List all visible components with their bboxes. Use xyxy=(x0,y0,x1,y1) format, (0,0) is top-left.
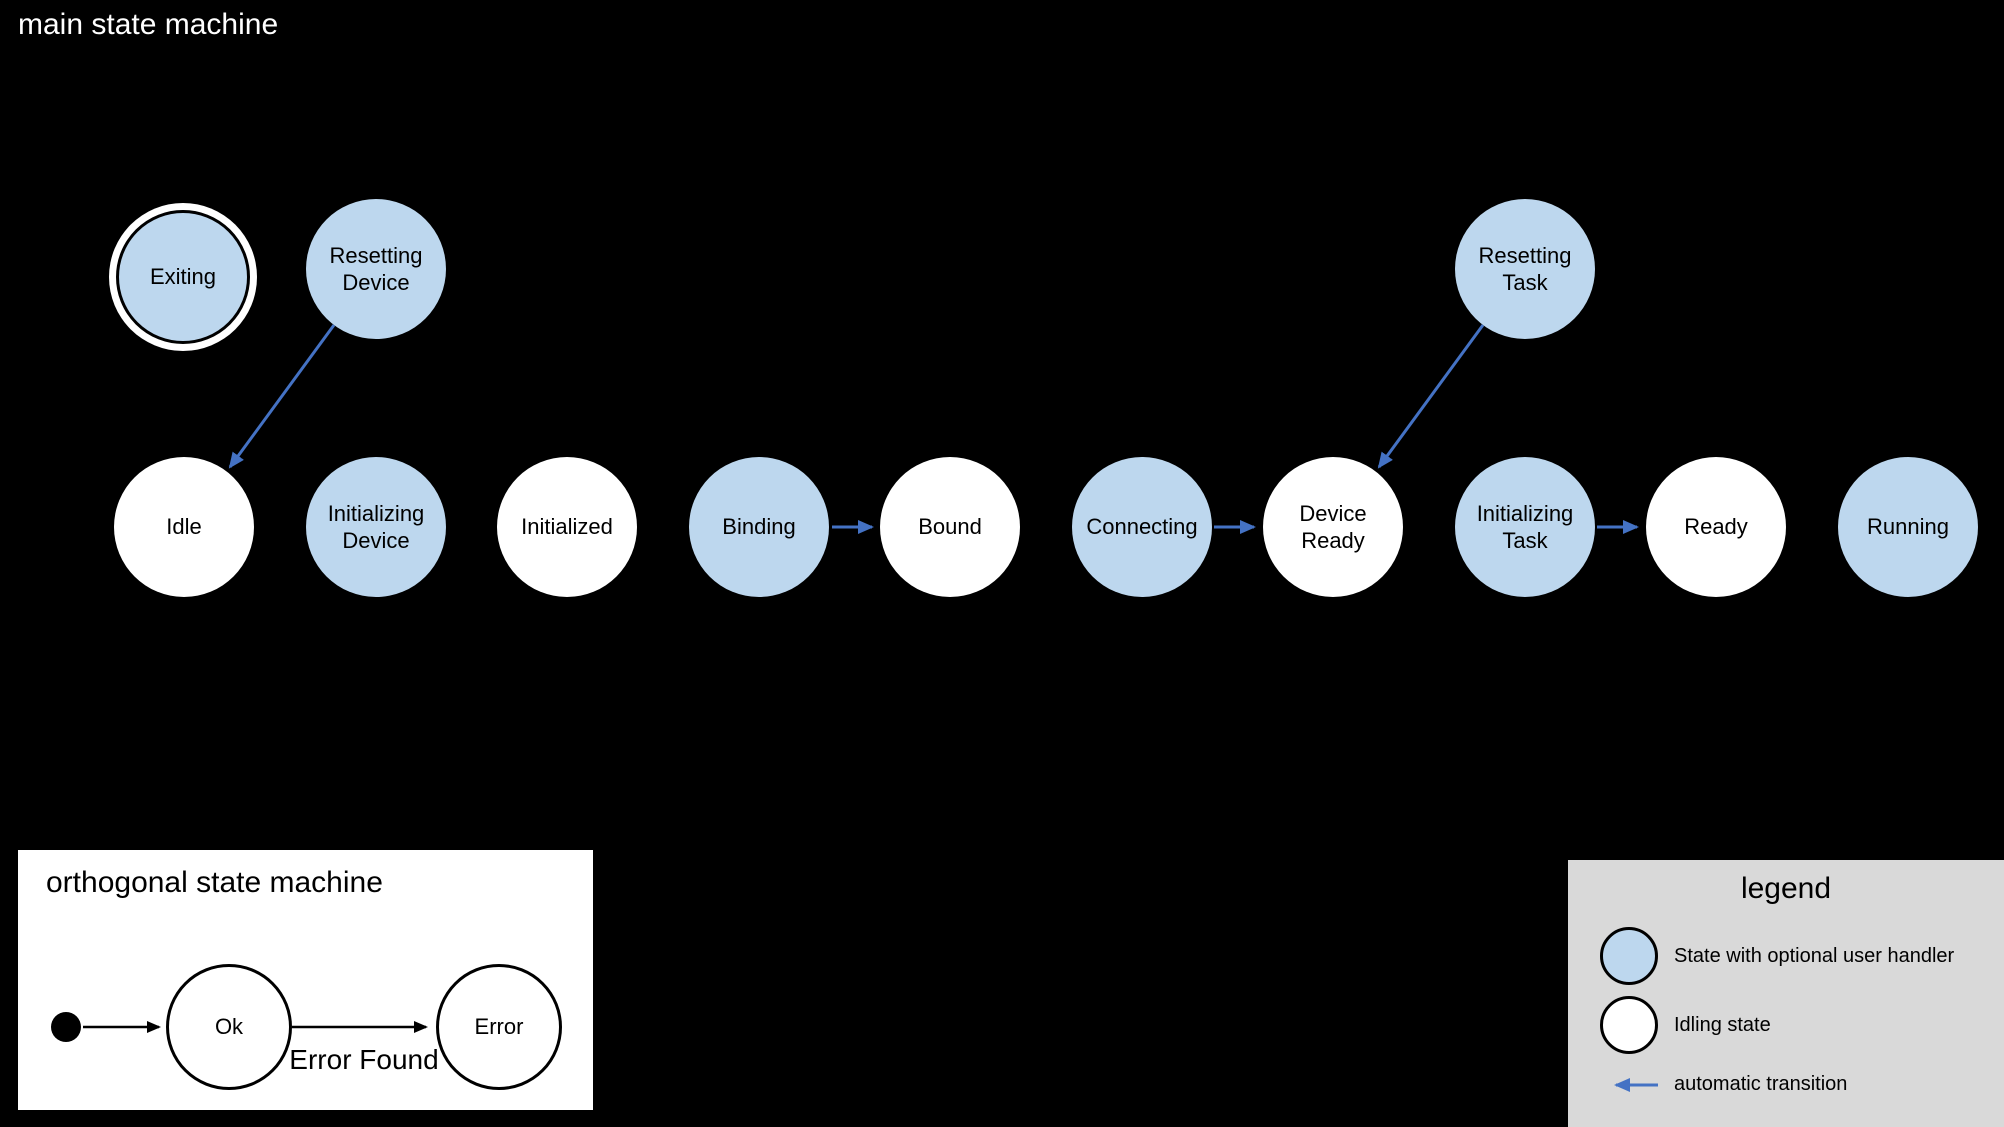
legend-item-label: State with optional user handler xyxy=(1674,945,1955,967)
transition-label-error-found: Error Found xyxy=(289,1044,439,1075)
state-label: Idle xyxy=(166,514,202,540)
state-running: Running xyxy=(1838,457,1978,597)
arrow-resetting-device-to-idle xyxy=(228,324,336,469)
state-label: Connecting xyxy=(1086,514,1198,540)
state-initialized: Initialized xyxy=(497,457,637,597)
state-error: Error xyxy=(436,964,562,1090)
orthogonal-machine-panel: orthogonal state machine Ok Error Error … xyxy=(18,850,593,1110)
state-label: Initializing Task xyxy=(1476,500,1574,554)
idling-state-swatch xyxy=(1600,996,1658,1054)
state-resetting-task: Resetting Task xyxy=(1455,199,1595,339)
legend-item-label: Idling state xyxy=(1674,1014,1771,1036)
state-binding: Binding xyxy=(689,457,829,597)
main-machine-title: main state machine xyxy=(18,8,279,41)
state-label: Initialized xyxy=(521,514,613,540)
state-ok: Ok xyxy=(166,964,292,1090)
state-connecting: Connecting xyxy=(1072,457,1212,597)
state-initializing-device: Initializing Device xyxy=(306,457,446,597)
state-bound: Bound xyxy=(880,457,1020,597)
state-label: Exiting xyxy=(149,264,217,290)
legend-title: legend xyxy=(1740,872,1832,905)
state-label: Ready xyxy=(1684,514,1748,540)
state-label: Device Ready xyxy=(1299,500,1367,554)
legend-panel: legend State with optional user handler … xyxy=(1568,860,2004,1127)
legend-item-label: automatic transition xyxy=(1674,1073,1848,1095)
state-idle: Idle xyxy=(114,457,254,597)
state-label: Ok xyxy=(214,1014,244,1040)
state-label: Running xyxy=(1867,514,1949,540)
state-label: Bound xyxy=(918,514,982,540)
state-resetting-device: Resetting Device xyxy=(306,199,446,339)
state-label: Resetting Device xyxy=(329,242,423,296)
orthogonal-machine-title: orthogonal state machine xyxy=(46,866,383,899)
state-exiting: Exiting xyxy=(109,203,257,351)
state-label: Error xyxy=(474,1014,524,1040)
state-exiting-ring: Exiting xyxy=(116,210,250,344)
handler-state-swatch xyxy=(1600,927,1658,985)
state-label: Resetting Task xyxy=(1478,242,1572,296)
state-device-ready: Device Ready xyxy=(1263,457,1403,597)
state-initializing-task: Initializing Task xyxy=(1455,457,1595,597)
state-ready: Ready xyxy=(1646,457,1786,597)
state-label: Initializing Device xyxy=(327,500,425,554)
initial-state-dot xyxy=(51,1012,81,1042)
arrow-resetting-task-to-device-ready xyxy=(1377,324,1485,469)
state-label: Binding xyxy=(722,514,796,540)
